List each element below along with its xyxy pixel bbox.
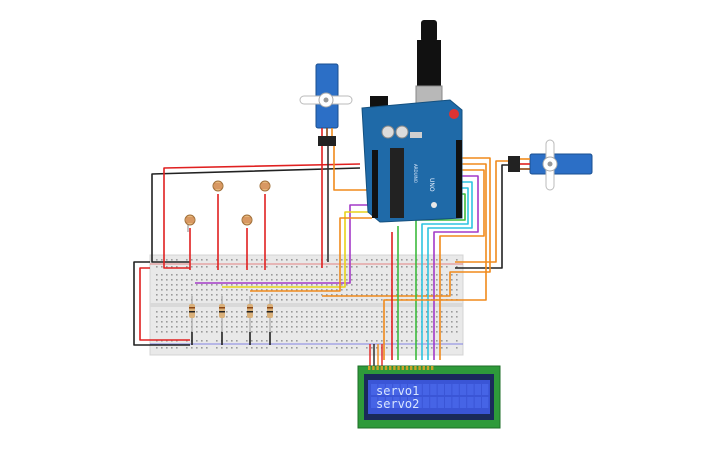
wire-digital-orange-3 — [383, 163, 487, 360]
wire-digital-orange-2 — [439, 169, 485, 360]
breadboard-holes — [156, 259, 458, 349]
lcd-line-1: servo1 — [376, 384, 419, 398]
wire-red-5v-top — [163, 163, 361, 269]
mounting-hole — [431, 202, 437, 208]
servo-right — [508, 139, 593, 191]
wire-servo-top-signal — [333, 146, 380, 191]
lcd-display: servo1 servo2 — [357, 344, 501, 429]
ldr-3[interactable] — [241, 214, 253, 226]
ldr-2[interactable] — [212, 180, 224, 192]
servo-right-body — [529, 153, 593, 175]
resistor-3[interactable] — [247, 296, 253, 332]
board-brand-label: ARDUINO — [413, 164, 418, 183]
wires — [133, 146, 508, 360]
breadboard-groove — [150, 303, 463, 307]
resistor-2[interactable] — [219, 296, 225, 332]
ldr-4[interactable] — [259, 180, 271, 192]
servo-right-shaft — [547, 161, 553, 167]
board-name-label: UNO — [428, 178, 435, 192]
crystal — [410, 132, 422, 138]
servo-right-connector — [508, 156, 520, 172]
servo-top-shaft — [323, 97, 329, 103]
capacitor-1 — [381, 125, 395, 139]
header-right — [456, 140, 462, 218]
wire-analog-a2 — [250, 217, 372, 292]
servo-top — [299, 63, 353, 146]
breadboard — [149, 254, 464, 356]
lcd-pins — [368, 366, 434, 370]
wire-digital-green — [415, 193, 466, 360]
reset-button[interactable] — [449, 109, 459, 119]
photoresistors — [184, 180, 271, 232]
arduino-uno: UNO ARDUINO — [361, 20, 463, 223]
wire-servo-right-gnd — [455, 164, 508, 269]
resistor-1[interactable] — [189, 296, 195, 332]
lcd-character-grid — [371, 384, 489, 408]
wire-red-5v-left — [139, 267, 190, 341]
servo-top-connector — [318, 136, 336, 146]
usb-plug — [421, 20, 437, 42]
atmega-chip — [390, 148, 404, 218]
wire-digital-purple — [433, 175, 479, 360]
wire-digital-cyan-1 — [427, 181, 473, 360]
wire-servo-right-signal — [455, 160, 508, 263]
usb-cable — [417, 40, 441, 88]
wire-black-gnd-top — [151, 167, 361, 263]
capacitor-2 — [395, 125, 409, 139]
lcd-line-2: servo2 — [376, 397, 419, 411]
ldr-1[interactable] — [184, 214, 196, 232]
wire-digital-cyan-2 — [421, 187, 469, 360]
wire-black-gnd-left — [133, 261, 190, 346]
wire-analog-a0 — [195, 204, 372, 284]
resistor-4[interactable] — [267, 296, 273, 332]
header-left — [372, 150, 378, 218]
wire-analog-a1 — [222, 211, 372, 288]
resistors — [189, 296, 273, 332]
